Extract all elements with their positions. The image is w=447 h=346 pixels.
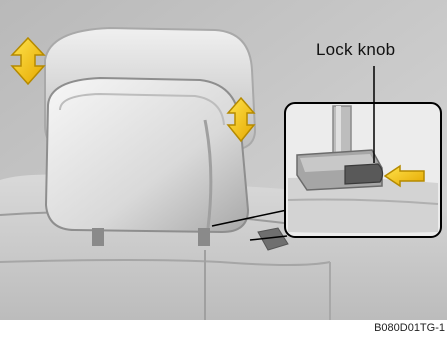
figure-code: B080D01TG-1 — [374, 322, 445, 334]
lock-knob — [345, 164, 383, 184]
headrest-lowered — [46, 78, 248, 232]
lock-knob-label: Lock knob — [316, 40, 395, 60]
lock-knob-inset — [285, 103, 441, 237]
